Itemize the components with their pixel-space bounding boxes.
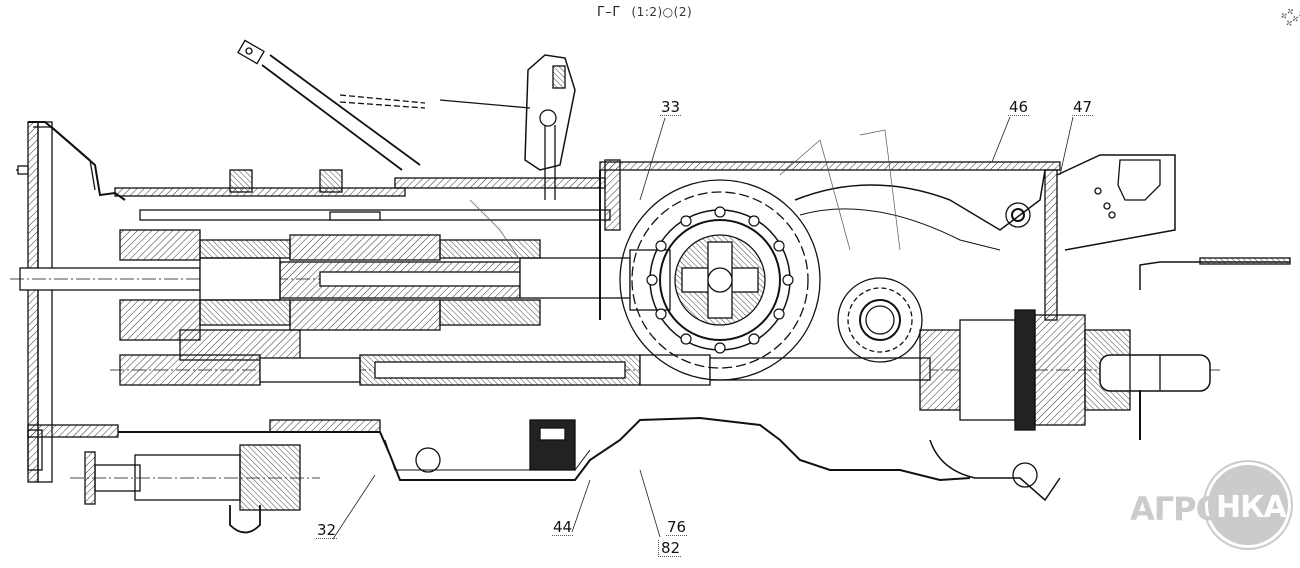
- lower-housing: [118, 416, 971, 482]
- input-shaft: [10, 249, 671, 311]
- callout-44: 44: [552, 518, 574, 536]
- callout-46: 46: [1008, 98, 1030, 116]
- callout-82: 82: [658, 540, 682, 557]
- watermark-circle: [1205, 462, 1291, 548]
- scale-note: (1:2)○(2): [631, 5, 693, 19]
- callout-47: 47: [1072, 98, 1094, 116]
- differential: [619, 179, 821, 381]
- watermark-text-right: НКА: [1216, 490, 1287, 525]
- countershaft: [110, 354, 1220, 386]
- callout-33: 33: [660, 98, 682, 116]
- watermark-text-left: АГРО: [1130, 490, 1223, 528]
- pto-shaft: [70, 444, 320, 534]
- rear-bracket: [1056, 154, 1291, 290]
- rear-housing: [599, 161, 1061, 502]
- agronka-watermark: АГРО НКА: [1130, 462, 1291, 552]
- diff-bolts: [646, 206, 794, 354]
- bell-housing: [16, 121, 126, 483]
- section-label: Г–Г: [597, 5, 621, 20]
- callout-leaders: [332, 116, 1074, 540]
- rear-output: [919, 309, 1211, 440]
- construction-lines: [469, 129, 901, 261]
- shift-cover: [114, 169, 611, 221]
- callout-76: 76: [666, 518, 688, 536]
- section-title: Г–Г (1:2)○(2): [597, 5, 692, 20]
- shift-lever: [237, 39, 621, 231]
- callout-32: 32: [316, 521, 338, 539]
